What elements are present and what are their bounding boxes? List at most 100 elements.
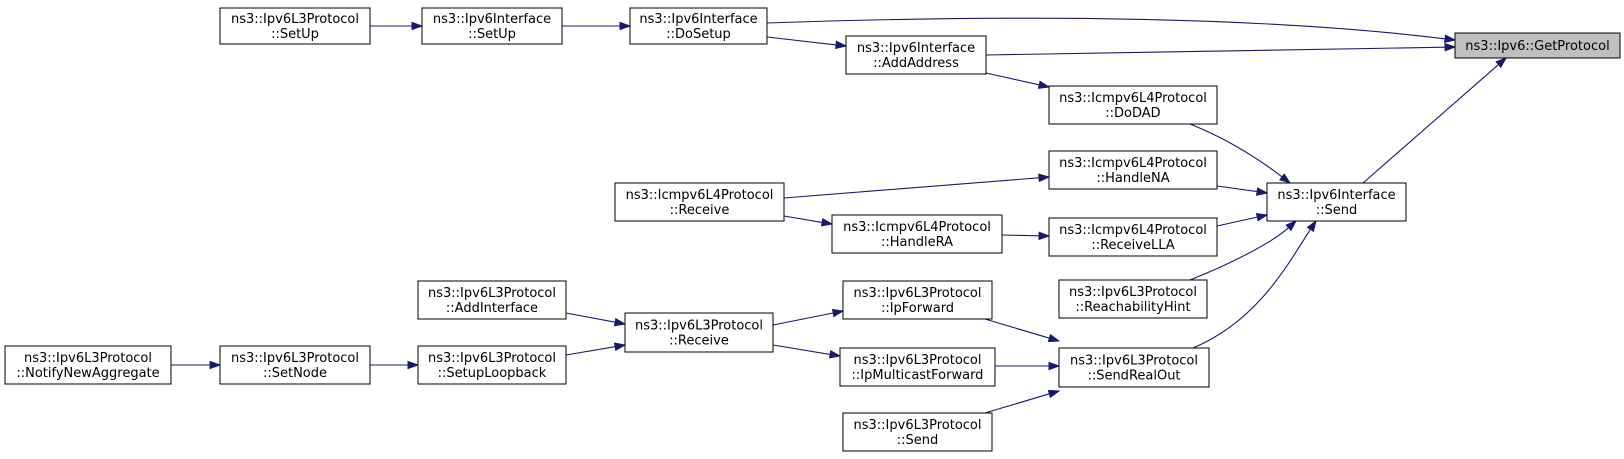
edge-line [772, 312, 834, 326]
edge-arrowhead [828, 350, 842, 359]
node-get_protocol[interactable]: ns3::Ipv6::GetProtocol [1454, 32, 1621, 59]
edge-line [984, 318, 1050, 339]
node-icmp_receive[interactable]: ns3::Icmpv6L4Protocol::Receive [614, 182, 785, 222]
node-label-line: ::SendRealOut [1087, 369, 1180, 384]
node-box [4, 345, 172, 385]
edge-arrowhead [613, 342, 627, 352]
edge-arrowhead [1038, 173, 1051, 183]
node-label-line: ns3::Ipv6::GetProtocol [1465, 39, 1609, 54]
edge-l3_reachability-to-if_send [1189, 220, 1298, 281]
node-box [831, 214, 1003, 254]
node-label-line: ns3::Ipv6Interface [857, 41, 975, 56]
node-label-line: ::DoDAD [1105, 106, 1160, 121]
node-box [1454, 32, 1621, 59]
node-icmp_dodad[interactable]: ns3::Icmpv6L4Protocol::DoDAD [1048, 85, 1218, 125]
node-label-line: ::Receive [670, 203, 730, 218]
edge-line [565, 346, 616, 356]
edge-arrowhead [1038, 231, 1051, 241]
node-label-line: ::SetupLoopback [438, 366, 547, 381]
node-label-line: ::Send [1316, 203, 1358, 218]
node-label-line: ::AddInterface [446, 301, 538, 316]
node-l3_send[interactable]: ns3::Ipv6L3Protocol::Send [842, 412, 993, 452]
node-label-line: ns3::Ipv6L3Protocol [428, 351, 556, 366]
node-box [1048, 217, 1218, 257]
edge-if_dosetup-to-get_protocol [766, 17, 1457, 44]
edge-icmp_receivella-to-if_send [1216, 213, 1269, 227]
node-if_send[interactable]: ns3::Ipv6Interface::Send [1266, 182, 1407, 222]
node-label-line: ns3::Ipv6L3Protocol [854, 353, 982, 368]
node-label-line: ns3::Ipv6L3Protocol [635, 319, 763, 334]
edge-l3_notify-to-l3_setnode [171, 360, 222, 370]
node-box [614, 182, 785, 222]
edge-line [1189, 123, 1283, 178]
node-box [1058, 347, 1210, 388]
node-l3_ipforward[interactable]: ns3::Ipv6L3Protocol::IpForward [842, 280, 993, 320]
edge-arrowhead [1495, 57, 1508, 69]
nodes-layer: ns3::Ipv6::GetProtocolns3::Ipv6L3Protoco… [4, 7, 1621, 452]
node-box [421, 7, 563, 45]
node-label-line: ns3::Ipv6Interface [1277, 188, 1395, 203]
node-label-line: ::Send [897, 433, 939, 448]
edge-arrowhead [407, 360, 420, 370]
edge-arrowhead [1285, 220, 1298, 232]
node-label-line: ns3::Ipv6L3Protocol [1070, 354, 1198, 369]
edge-l3_send-to-l3_sendrealout [984, 389, 1061, 414]
node-l3_setup[interactable]: ns3::Ipv6L3Protocol::SetUp [219, 7, 371, 45]
node-label-line: ns3::Icmpv6L4Protocol [1059, 91, 1207, 106]
node-label-line: ns3::Ipv6Interface [433, 12, 551, 27]
node-icmp_handlena[interactable]: ns3::Icmpv6L4Protocol::HandleNA [1048, 150, 1218, 190]
node-box [1266, 182, 1407, 222]
node-box [1048, 85, 1218, 125]
node-label-line: ::HandleNA [1096, 171, 1169, 186]
node-l3_receive[interactable]: ns3::Ipv6L3Protocol::Receive [624, 312, 774, 353]
edge-l3_ipforward-to-l3_sendrealout [984, 318, 1061, 343]
edge-arrowhead [1047, 333, 1061, 343]
edge-line [985, 72, 1040, 86]
edge-l3_setnode-to-l3_setuploopback [370, 360, 420, 370]
edge-line [1192, 228, 1311, 349]
node-label-line: ::IpForward [881, 301, 954, 316]
edge-arrowhead [1306, 219, 1317, 233]
edge-line [1189, 227, 1289, 281]
node-box [417, 345, 567, 385]
edge-arrowhead [831, 308, 845, 318]
node-if_addaddress[interactable]: ns3::Ipv6Interface::AddAddress [845, 35, 987, 75]
node-l3_setuploopback[interactable]: ns3::Ipv6L3Protocol::SetupLoopback [417, 345, 567, 385]
node-label-line: ::SetUp [468, 27, 516, 42]
node-label-line: ::IpMulticastForward [852, 368, 984, 383]
node-label-line: ::ReachabilityHint [1075, 300, 1190, 315]
node-box [842, 412, 993, 452]
edge-l3_receive-to-l3_ipforward [772, 308, 845, 326]
node-l3_sendrealout[interactable]: ns3::Ipv6L3Protocol::SendRealOut [1058, 347, 1210, 388]
edge-arrowhead [1444, 34, 1457, 44]
edge-line [1216, 216, 1258, 227]
edges-layer [171, 17, 1508, 414]
node-if_dosetup[interactable]: ns3::Ipv6Interface::DoSetup [629, 7, 768, 45]
node-if_setup[interactable]: ns3::Ipv6Interface::SetUp [421, 7, 563, 45]
node-label-line: ::ReceiveLLA [1091, 238, 1174, 253]
node-label-line: ::DoSetup [666, 27, 731, 42]
edge-l3_receive-to-l3_ipmcforward [772, 344, 842, 359]
node-label-line: ns3::Ipv6L3Protocol [231, 12, 359, 27]
node-label-line: ns3::Ipv6L3Protocol [1069, 285, 1197, 300]
node-box [1048, 150, 1218, 190]
node-l3_reachability[interactable]: ns3::Ipv6L3Protocol::ReachabilityHint [1058, 279, 1208, 319]
edge-if_addaddress-to-get_protocol [985, 42, 1457, 56]
node-label-line: ::SetUp [271, 27, 319, 42]
node-box [1058, 279, 1208, 319]
node-l3_addinterface[interactable]: ns3::Ipv6L3Protocol::AddInterface [417, 280, 567, 320]
node-l3_setnode[interactable]: ns3::Ipv6L3Protocol::SetNode [219, 345, 371, 385]
node-l3_ipmcforward[interactable]: ns3::Ipv6L3Protocol::IpMulticastForward [839, 347, 996, 387]
edge-if_setup-to-if_dosetup [562, 21, 632, 31]
edge-l3_sendrealout-to-if_send [1192, 219, 1317, 349]
node-l3_notify[interactable]: ns3::Ipv6L3Protocol::NotifyNewAggregate [4, 345, 172, 385]
node-icmp_handlera[interactable]: ns3::Icmpv6L4Protocol::HandleRA [831, 214, 1003, 254]
node-label-line: ns3::Icmpv6L4Protocol [1059, 223, 1207, 238]
edge-line [1216, 185, 1258, 193]
edge-arrowhead [1048, 361, 1061, 371]
node-label-line: ns3::Ipv6Interface [639, 12, 757, 27]
node-icmp_receivella[interactable]: ns3::Icmpv6L4Protocol::ReceiveLLA [1048, 217, 1218, 257]
edge-arrowhead [1047, 389, 1061, 399]
edge-arrowhead [613, 317, 627, 327]
